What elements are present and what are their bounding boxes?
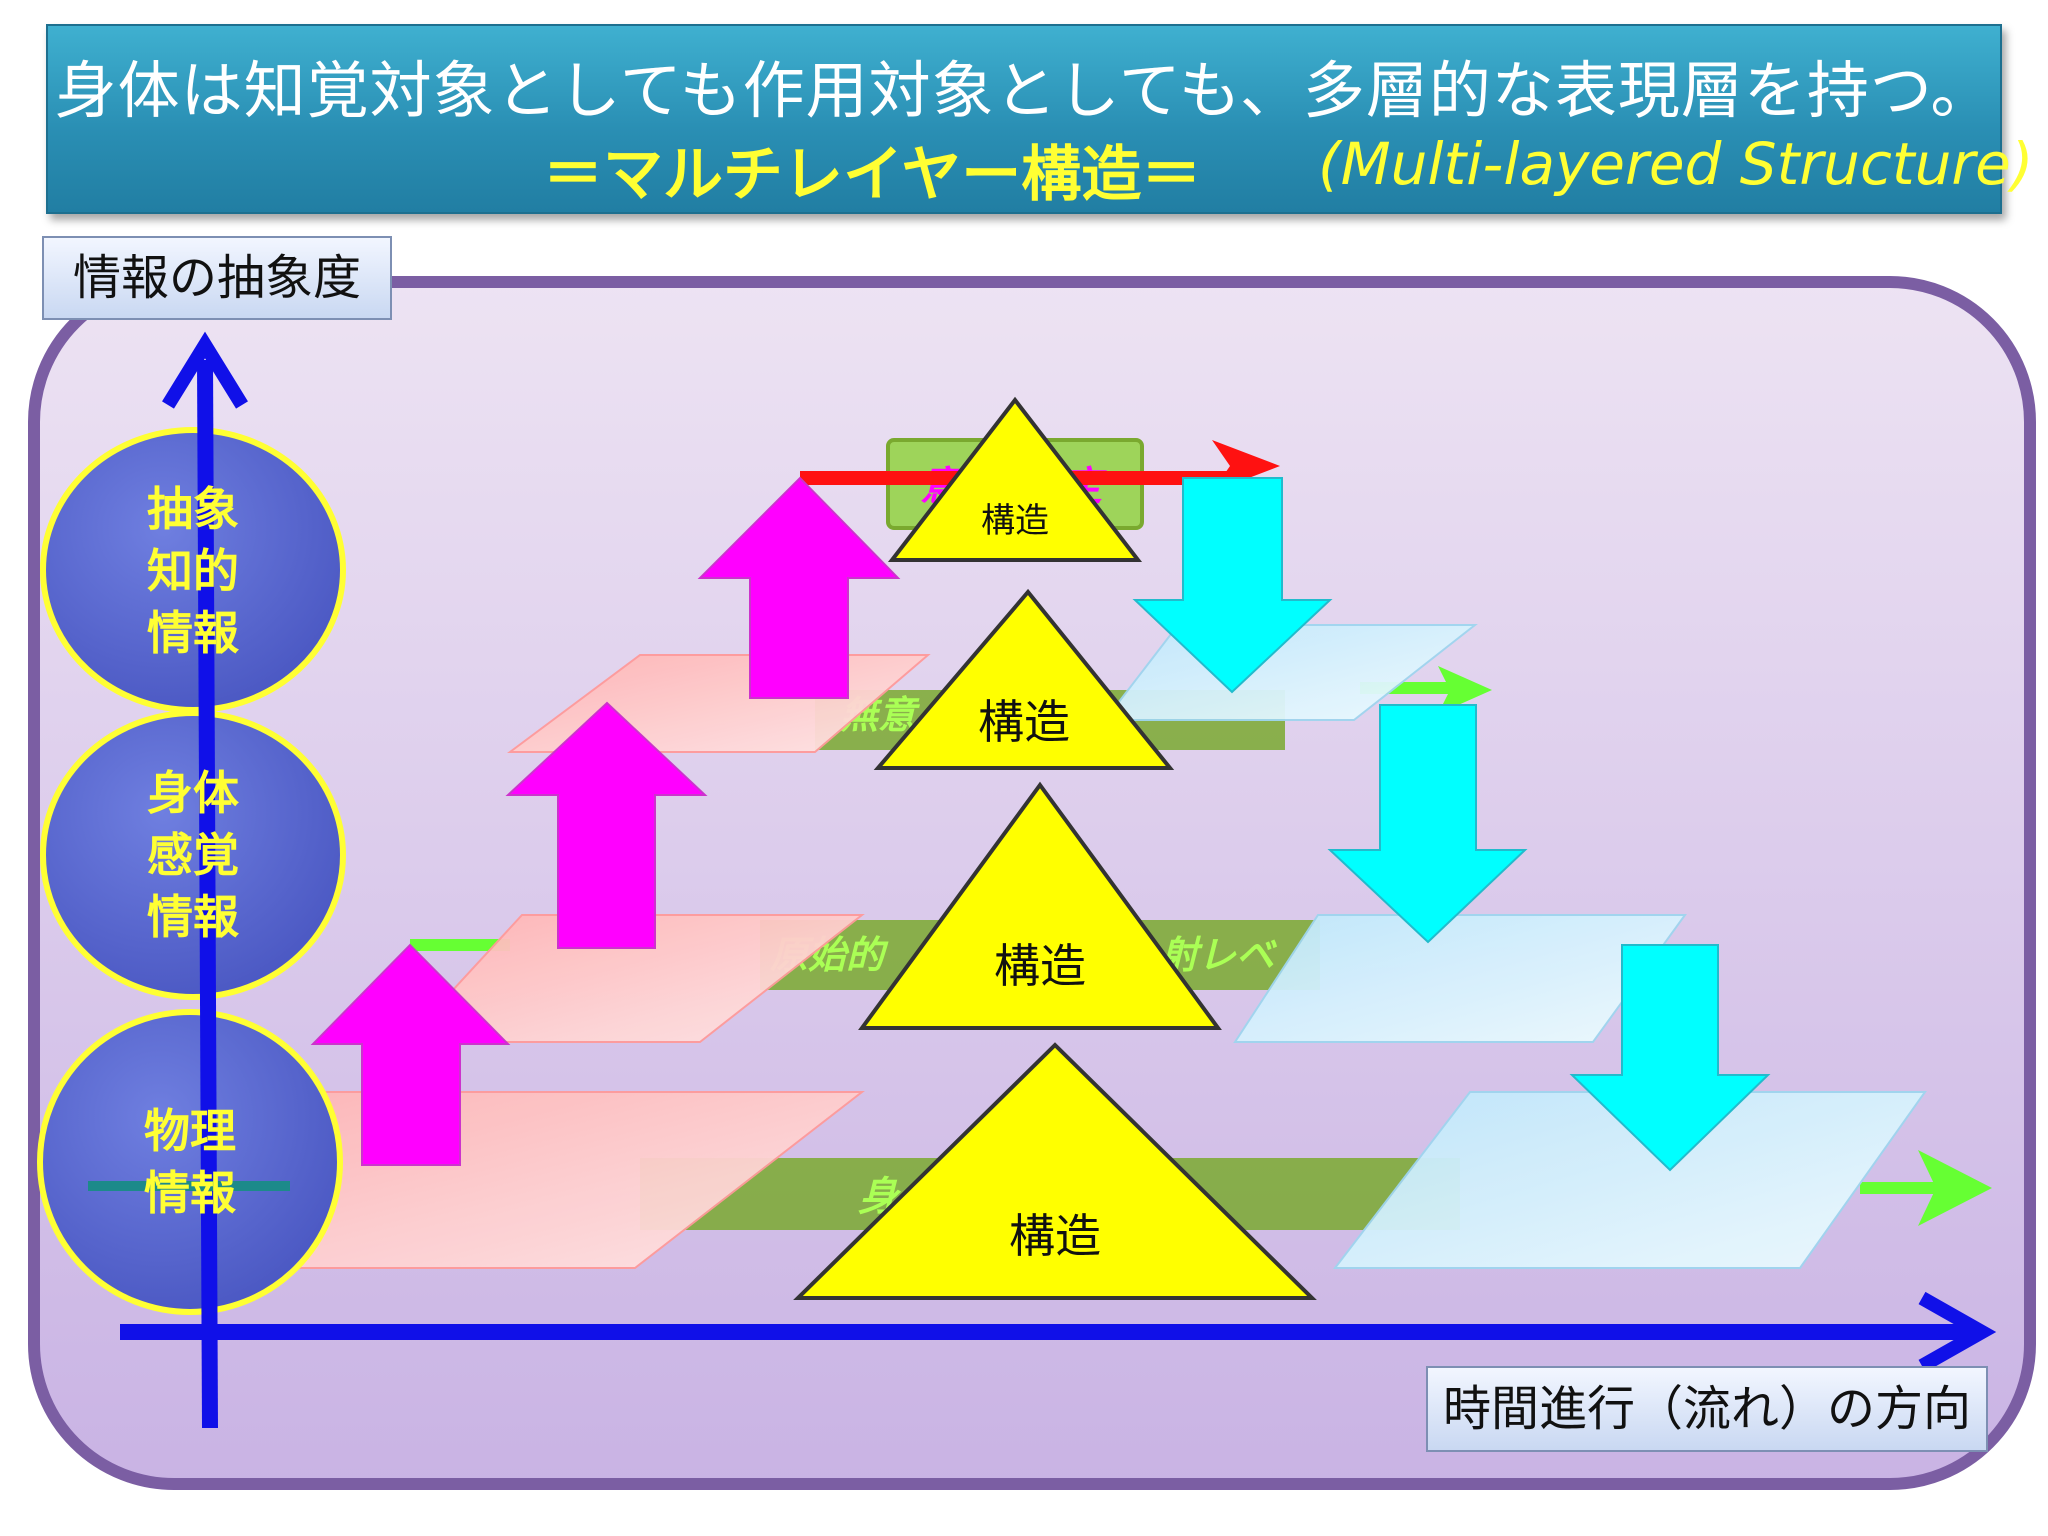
flow-arrow-green-bottom-head <box>1918 1150 1992 1226</box>
x-axis-label: 時間進行（流れ）の方向 <box>1426 1366 1988 1452</box>
pyramid-2 <box>873 588 1175 770</box>
x-axis-arrowhead <box>1918 1291 1997 1373</box>
level-label-body: 身体 感覚 情報 <box>93 762 293 948</box>
level-label-body-line3: 情報 <box>147 890 239 944</box>
band-text-reflex: 射レベ <box>1160 933 1277 977</box>
up-arrow-1 <box>310 943 511 1166</box>
plane-right-middle <box>1233 914 1687 1043</box>
pyramid-3 <box>858 781 1222 1030</box>
pyramid-1 <box>887 396 1143 562</box>
level-circle-body <box>40 710 346 1000</box>
level-label-abstract: 抽象 知的 情報 <box>93 478 293 664</box>
y-axis-arrowhead <box>162 331 248 409</box>
level-circle-physical <box>37 1009 343 1315</box>
level-label-abstract-line1: 抽象 <box>147 482 239 536</box>
down-arrow-1 <box>1132 477 1333 694</box>
level-label-abstract-line2: 知的 <box>147 544 239 598</box>
level-label-physical: 物理 情報 <box>90 1100 290 1224</box>
level-label-physical-line1: 物理 <box>144 1104 236 1158</box>
title-english: (Multi-layered Structure) <box>1318 130 2034 198</box>
pyramid-label-2: 構造 <box>978 695 1070 749</box>
y-axis-label: 情報の抽象度 <box>42 236 392 320</box>
level-label-physical-line2: 情報 <box>144 1166 236 1220</box>
down-arrow-3 <box>1569 944 1771 1172</box>
pyramid-4 <box>793 1042 1317 1300</box>
up-arrow-2 <box>505 701 708 949</box>
down-arrow-2 <box>1327 704 1528 944</box>
plane-right-bottom <box>1332 1091 1927 1269</box>
title-subtitle: ＝マルチレイヤー構造＝ <box>543 140 1202 210</box>
title-main: 身体は知覚対象としても作用対象としても、多層的な表現層を持つ。 <box>54 54 1994 127</box>
pyramid-label-3: 構造 <box>994 939 1086 993</box>
flow-arrow-green-top-head <box>1438 666 1492 714</box>
y-axis <box>197 359 218 1429</box>
pyramid-label-4: 構造 <box>1009 1209 1101 1263</box>
level-label-body-line1: 身体 <box>147 766 239 820</box>
level-label-abstract-line3: 情報 <box>147 606 239 660</box>
level-label-body-line2: 感覚 <box>147 828 239 882</box>
title-banner: 身体は知覚対象としても作用対象としても、多層的な表現層を持つ。 ＝マルチレイヤー… <box>46 24 2033 214</box>
up-arrow-3 <box>697 476 901 699</box>
pyramid-label-1: 構造 <box>981 501 1049 541</box>
